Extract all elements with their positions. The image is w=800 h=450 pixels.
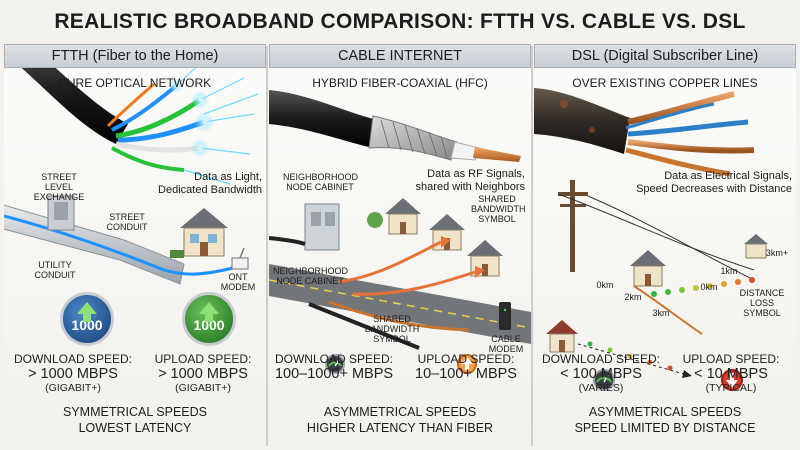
coax-drop-line [308, 302, 420, 350]
ftth-note: Data as Light, Dedicated Bandwidth [158, 171, 262, 196]
shared-bandwidth-label-low: SHARED BANDWIDTH SYMBOL [364, 314, 420, 344]
distance-label-1km: 1km [720, 266, 738, 276]
fiber-cable-jacket [4, 44, 128, 144]
upload-speed-badge: 1000 [182, 292, 236, 346]
cable-note: Data as RF Signals, shared with Neighbor… [415, 168, 525, 193]
dsl-upload-speed: UPLOAD SPEED: < 10 MBPS (TYPICAL) [682, 352, 780, 394]
house-icon [385, 198, 421, 235]
node-cabinet-label-top: NEIGHBORHOOD NODE CABINET [283, 172, 359, 192]
dsl-header: DSL (Digital Subscriber Line) [534, 44, 796, 68]
ont-modem-label: ONT MODEM [220, 272, 256, 292]
distance-label-0km-left: 0km [596, 280, 614, 290]
cable-header: CABLE INTERNET [269, 44, 531, 68]
copper-cable-jacket [534, 88, 630, 154]
cable-modem-icon [499, 302, 511, 330]
distance-label-3km: 3km [652, 308, 670, 318]
ont-modem-icon [231, 257, 249, 270]
ftth-footer: SYMMETRICAL SPEEDS LOWEST LATENCY [62, 405, 207, 435]
coax-braid [368, 115, 458, 161]
cable-panel: CABLE INTERNET HYBRID FIBER-COAXIAL (HFC… [269, 44, 531, 448]
ftth-upload-speed: UPLOAD SPEED: > 1000 MBPS (GIGABIT+) [154, 352, 252, 394]
upload-arrow-down-icon [721, 369, 743, 391]
twisted-copper-pairs [625, 91, 755, 177]
copper-core [473, 147, 521, 162]
ftth-download-speed: DOWNLOAD SPEED: > 1000 MBPS (GIGABIT+) [13, 352, 133, 394]
distance-label-0km-right: 0km [700, 282, 718, 292]
panel-divider [266, 46, 268, 446]
house-icon [429, 214, 465, 251]
coax-dielectric [450, 141, 480, 161]
distance-loss-label: DISTANCE LOSS SYMBOL [739, 288, 785, 318]
node-cabinet-label-low: NEIGHBORHOOD NODE CABINET [273, 266, 349, 286]
dsl-note: Data as Electrical Signals, Speed Decrea… [636, 170, 792, 195]
dsl-download-speed: DOWNLOAD SPEED: < 100 MBPS (VARIES) [541, 352, 661, 394]
street-conduit-label: STREET CONDUIT [106, 212, 148, 232]
dsl-footer: ASYMMETRICAL SPEEDS SPEED LIMITED BY DIS… [574, 405, 756, 435]
download-speed-badge: 1000 [60, 292, 114, 346]
house-icon [467, 240, 503, 277]
utility-conduit-label: UTILITY CONDUIT [34, 260, 76, 280]
ftth-illustration [4, 44, 259, 285]
distance-label-2km: 2km [624, 292, 642, 302]
upload-arrow-icon [457, 354, 477, 374]
page-title: REALISTIC BROADBAND COMPARISON: FTTH VS.… [54, 10, 746, 33]
dsl-subtitle: OVER EXISTING COPPER LINES [572, 76, 758, 90]
dsl-illustration [534, 88, 768, 391]
ftth-panel: FTTH (Fiber to the Home) PURE OPTICAL NE… [4, 44, 266, 448]
tree-icon [367, 212, 383, 228]
coax-cable-jacket [269, 90, 377, 148]
neighborhood-node-cabinet [304, 203, 340, 251]
download-gauge-icon [325, 354, 345, 374]
arrow-up-icon [199, 302, 219, 314]
cable-subtitle: HYBRID FIBER-COAXIAL (HFC) [312, 76, 488, 90]
signal-arrow [338, 240, 442, 284]
arrow-up-icon [77, 302, 97, 314]
cable-upload-speed: UPLOAD SPEED: 10–100+ MBPS [415, 352, 517, 382]
distance-label-3km-plus: 3km+ [765, 248, 789, 258]
house-icon [170, 208, 228, 258]
cable-illustration [269, 90, 531, 374]
house-icon [630, 250, 666, 287]
cable-download-speed: DOWNLOAD SPEED: 100–1000+ MBPS [274, 352, 394, 382]
cable-footer: ASYMMETRICAL SPEEDS HIGHER LATENCY THAN … [306, 405, 494, 435]
panel-divider [531, 46, 533, 446]
telephone-pole [570, 180, 575, 272]
dsl-panel: DSL (Digital Subscriber Line) OVER EXIST… [534, 44, 796, 448]
ftth-subtitle: PURE OPTICAL NETWORK [58, 76, 212, 90]
street-level-exchange-label: STREET LEVEL EXCHANGE [33, 172, 85, 202]
ftth-header: FTTH (Fiber to the Home) [4, 44, 266, 68]
shared-bandwidth-label-top: SHARED BANDWIDTH SYMBOL [471, 194, 526, 224]
house-icon [546, 320, 578, 353]
fiber-line [4, 214, 241, 276]
download-gauge-icon [593, 369, 615, 391]
cable-modem-label: CABLE MODEM [488, 334, 524, 354]
signal-strength-dots [587, 277, 755, 371]
light-rays [175, 53, 259, 185]
house-icon [744, 234, 768, 259]
